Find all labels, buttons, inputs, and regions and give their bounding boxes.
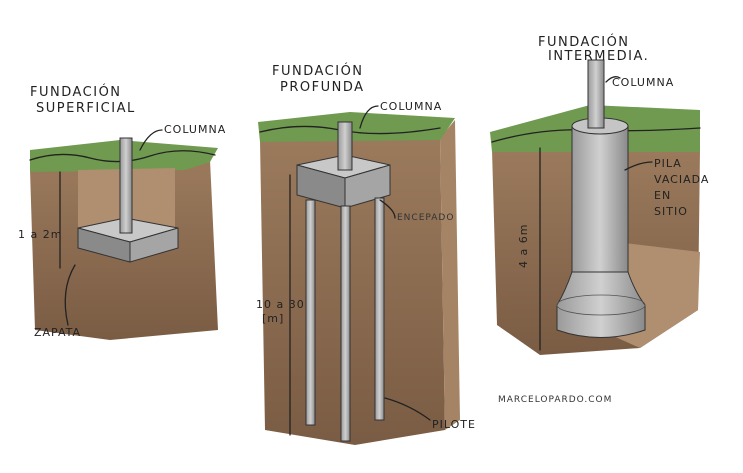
intermediate-column-leader: [605, 76, 621, 83]
shallow-title-line1: FUNDACIÓN: [30, 84, 122, 100]
deep-cap-label: ENCEPADO: [397, 213, 454, 223]
deep-cap-leader: [379, 199, 396, 219]
intermediate-shaft: [571, 125, 629, 273]
deep-soil-side: [440, 120, 460, 430]
deep-pile-3: [374, 197, 385, 421]
shallow-column: [119, 137, 133, 234]
deep-cap-front: [344, 164, 391, 209]
deep-depth-line1: 10 a 30: [256, 298, 305, 311]
intermediate-pile-line4: SITIO: [654, 205, 688, 218]
deep-column: [337, 121, 353, 171]
deep-pile-label: PILOTE: [432, 418, 476, 431]
intermediate-bell-rim: [556, 294, 646, 316]
deep-pile-2: [340, 205, 351, 442]
deep-column-leader: [359, 105, 379, 129]
deep-title-line1: FUNDACIÓN: [272, 63, 364, 79]
deep-title-line2: PROFUNDA: [280, 80, 365, 95]
intermediate-pile-leader: [624, 161, 653, 171]
shallow-title-line2: SUPERFICIAL: [36, 101, 136, 116]
deep-foundation-block: [258, 105, 460, 445]
intermediate-title-line2: INTERMEDIA.: [548, 49, 649, 64]
deep-grass: [258, 112, 455, 142]
deep-pile-1: [305, 199, 316, 426]
deep-column-label: COLUMNA: [380, 100, 442, 113]
intermediate-depth-label: 4 a 6m: [517, 224, 530, 268]
intermediate-foundation-block: [490, 59, 701, 355]
deep-pile-leader: [384, 397, 431, 421]
shallow-column-label: COLUMNA: [164, 123, 226, 136]
shallow-footing-label: ZAPATA: [34, 326, 81, 339]
shallow-footing-leader: [64, 264, 76, 326]
deep-depth-line2: [m]: [262, 312, 284, 325]
intermediate-column: [587, 59, 605, 129]
intermediate-column-label: COLUMNA: [612, 76, 674, 89]
intermediate-pile-line3: EN: [654, 189, 671, 202]
credit-text: MARCELOPARDO.COM: [498, 395, 612, 405]
shallow-column-leader: [139, 129, 163, 151]
shallow-depth-label: 1 a 2m: [18, 228, 62, 241]
intermediate-bell: [556, 271, 646, 338]
intermediate-pile-line2: VACIADA: [654, 173, 709, 186]
shallow-footing-front: [129, 227, 179, 263]
shallow-foundation-block: [29, 129, 218, 340]
intermediate-pile-line1: PILA: [654, 157, 682, 170]
intermediate-title-line1: FUNDACIÓN: [538, 34, 630, 50]
